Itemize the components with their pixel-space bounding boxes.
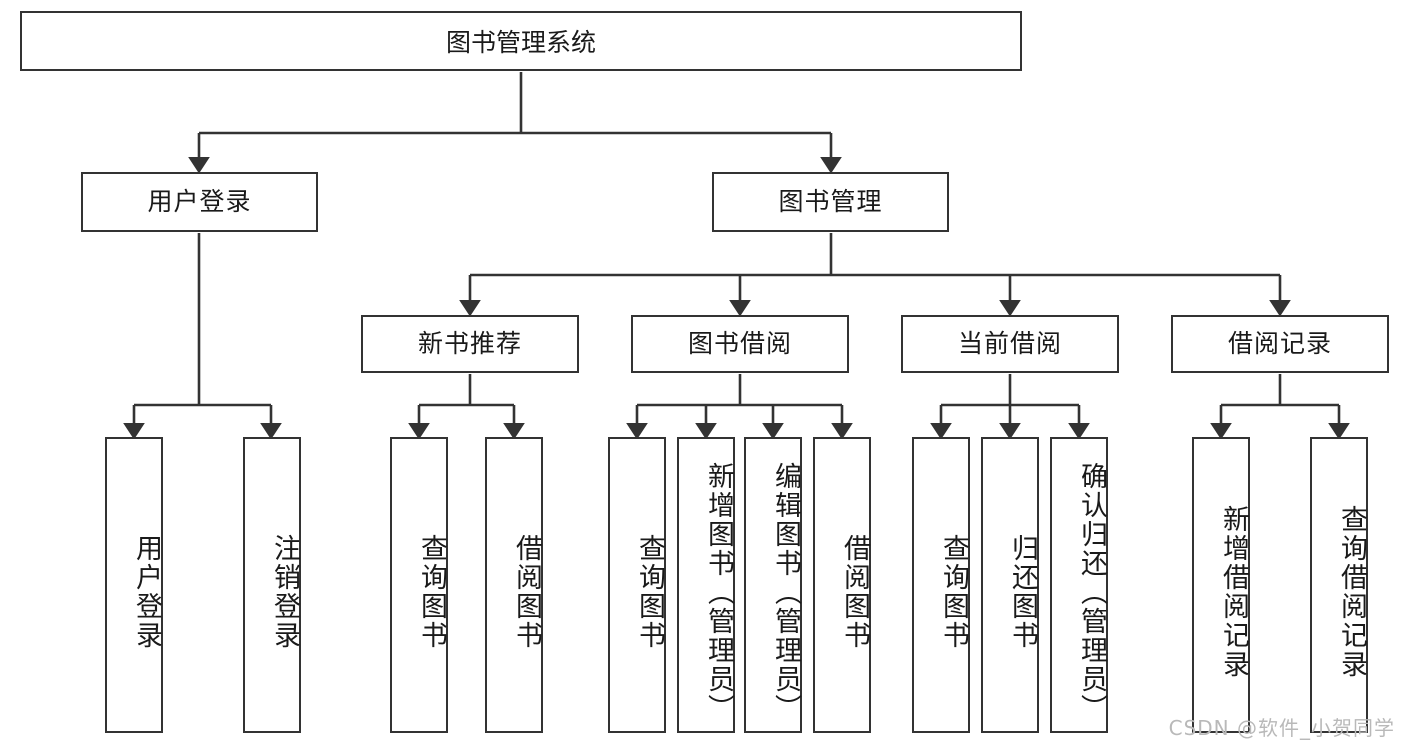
node-label: 借阅图书	[511, 534, 542, 650]
node-leaf-confirm-return[interactable]: 确认归还（管理员）	[1050, 437, 1108, 733]
node-leaf-borrow-book-2[interactable]: 借阅图书	[813, 437, 871, 733]
node-label: 用户登录	[131, 534, 162, 650]
node-leaf-add-record[interactable]: 新增借阅记录	[1192, 437, 1250, 733]
node-leaf-logout[interactable]: 注销登录	[243, 437, 301, 733]
node-root-system[interactable]: 图书管理系统	[20, 11, 1022, 71]
node-label: 新增图书（管理员）	[703, 461, 734, 723]
node-leaf-query-record[interactable]: 查询借阅记录	[1310, 437, 1368, 733]
node-label: 新书推荐	[417, 329, 522, 359]
node-label: 查询图书	[416, 534, 447, 650]
node-label: 编辑图书（管理员）	[770, 461, 801, 723]
node-current-borrow[interactable]: 当前借阅	[901, 315, 1119, 373]
node-label: 确认归还（管理员）	[1076, 461, 1107, 723]
node-leaf-edit-book[interactable]: 编辑图书（管理员）	[744, 437, 802, 733]
node-label: 查询借阅记录	[1336, 505, 1367, 679]
node-leaf-return-book[interactable]: 归还图书	[981, 437, 1039, 733]
node-label: 借阅图书	[839, 534, 870, 650]
node-label: 当前借阅	[957, 329, 1062, 359]
node-label: 注销登录	[269, 534, 300, 650]
node-label: 图书管理	[778, 187, 883, 217]
node-borrow-record[interactable]: 借阅记录	[1171, 315, 1389, 373]
node-book-borrow[interactable]: 图书借阅	[631, 315, 849, 373]
node-label: 新增借阅记录	[1218, 505, 1249, 679]
node-user-login[interactable]: 用户登录	[81, 172, 318, 232]
node-label: 图书借阅	[687, 329, 792, 359]
node-label: 用户登录	[147, 187, 252, 217]
node-label: 查询图书	[938, 534, 969, 650]
node-leaf-query-book-1[interactable]: 查询图书	[390, 437, 448, 733]
node-leaf-query-book-2[interactable]: 查询图书	[608, 437, 666, 733]
node-label: 图书管理系统	[445, 28, 596, 57]
node-leaf-user-login[interactable]: 用户登录	[105, 437, 163, 733]
node-label: 归还图书	[1007, 534, 1038, 650]
node-leaf-borrow-book-1[interactable]: 借阅图书	[485, 437, 543, 733]
node-book-manage[interactable]: 图书管理	[712, 172, 949, 232]
node-leaf-query-book-3[interactable]: 查询图书	[912, 437, 970, 733]
node-leaf-add-book[interactable]: 新增图书（管理员）	[677, 437, 735, 733]
node-label: 借阅记录	[1227, 329, 1332, 359]
node-label: 查询图书	[634, 534, 665, 650]
node-new-book-rec[interactable]: 新书推荐	[361, 315, 579, 373]
watermark-text: CSDN @软件_小贺同学	[1168, 716, 1395, 740]
